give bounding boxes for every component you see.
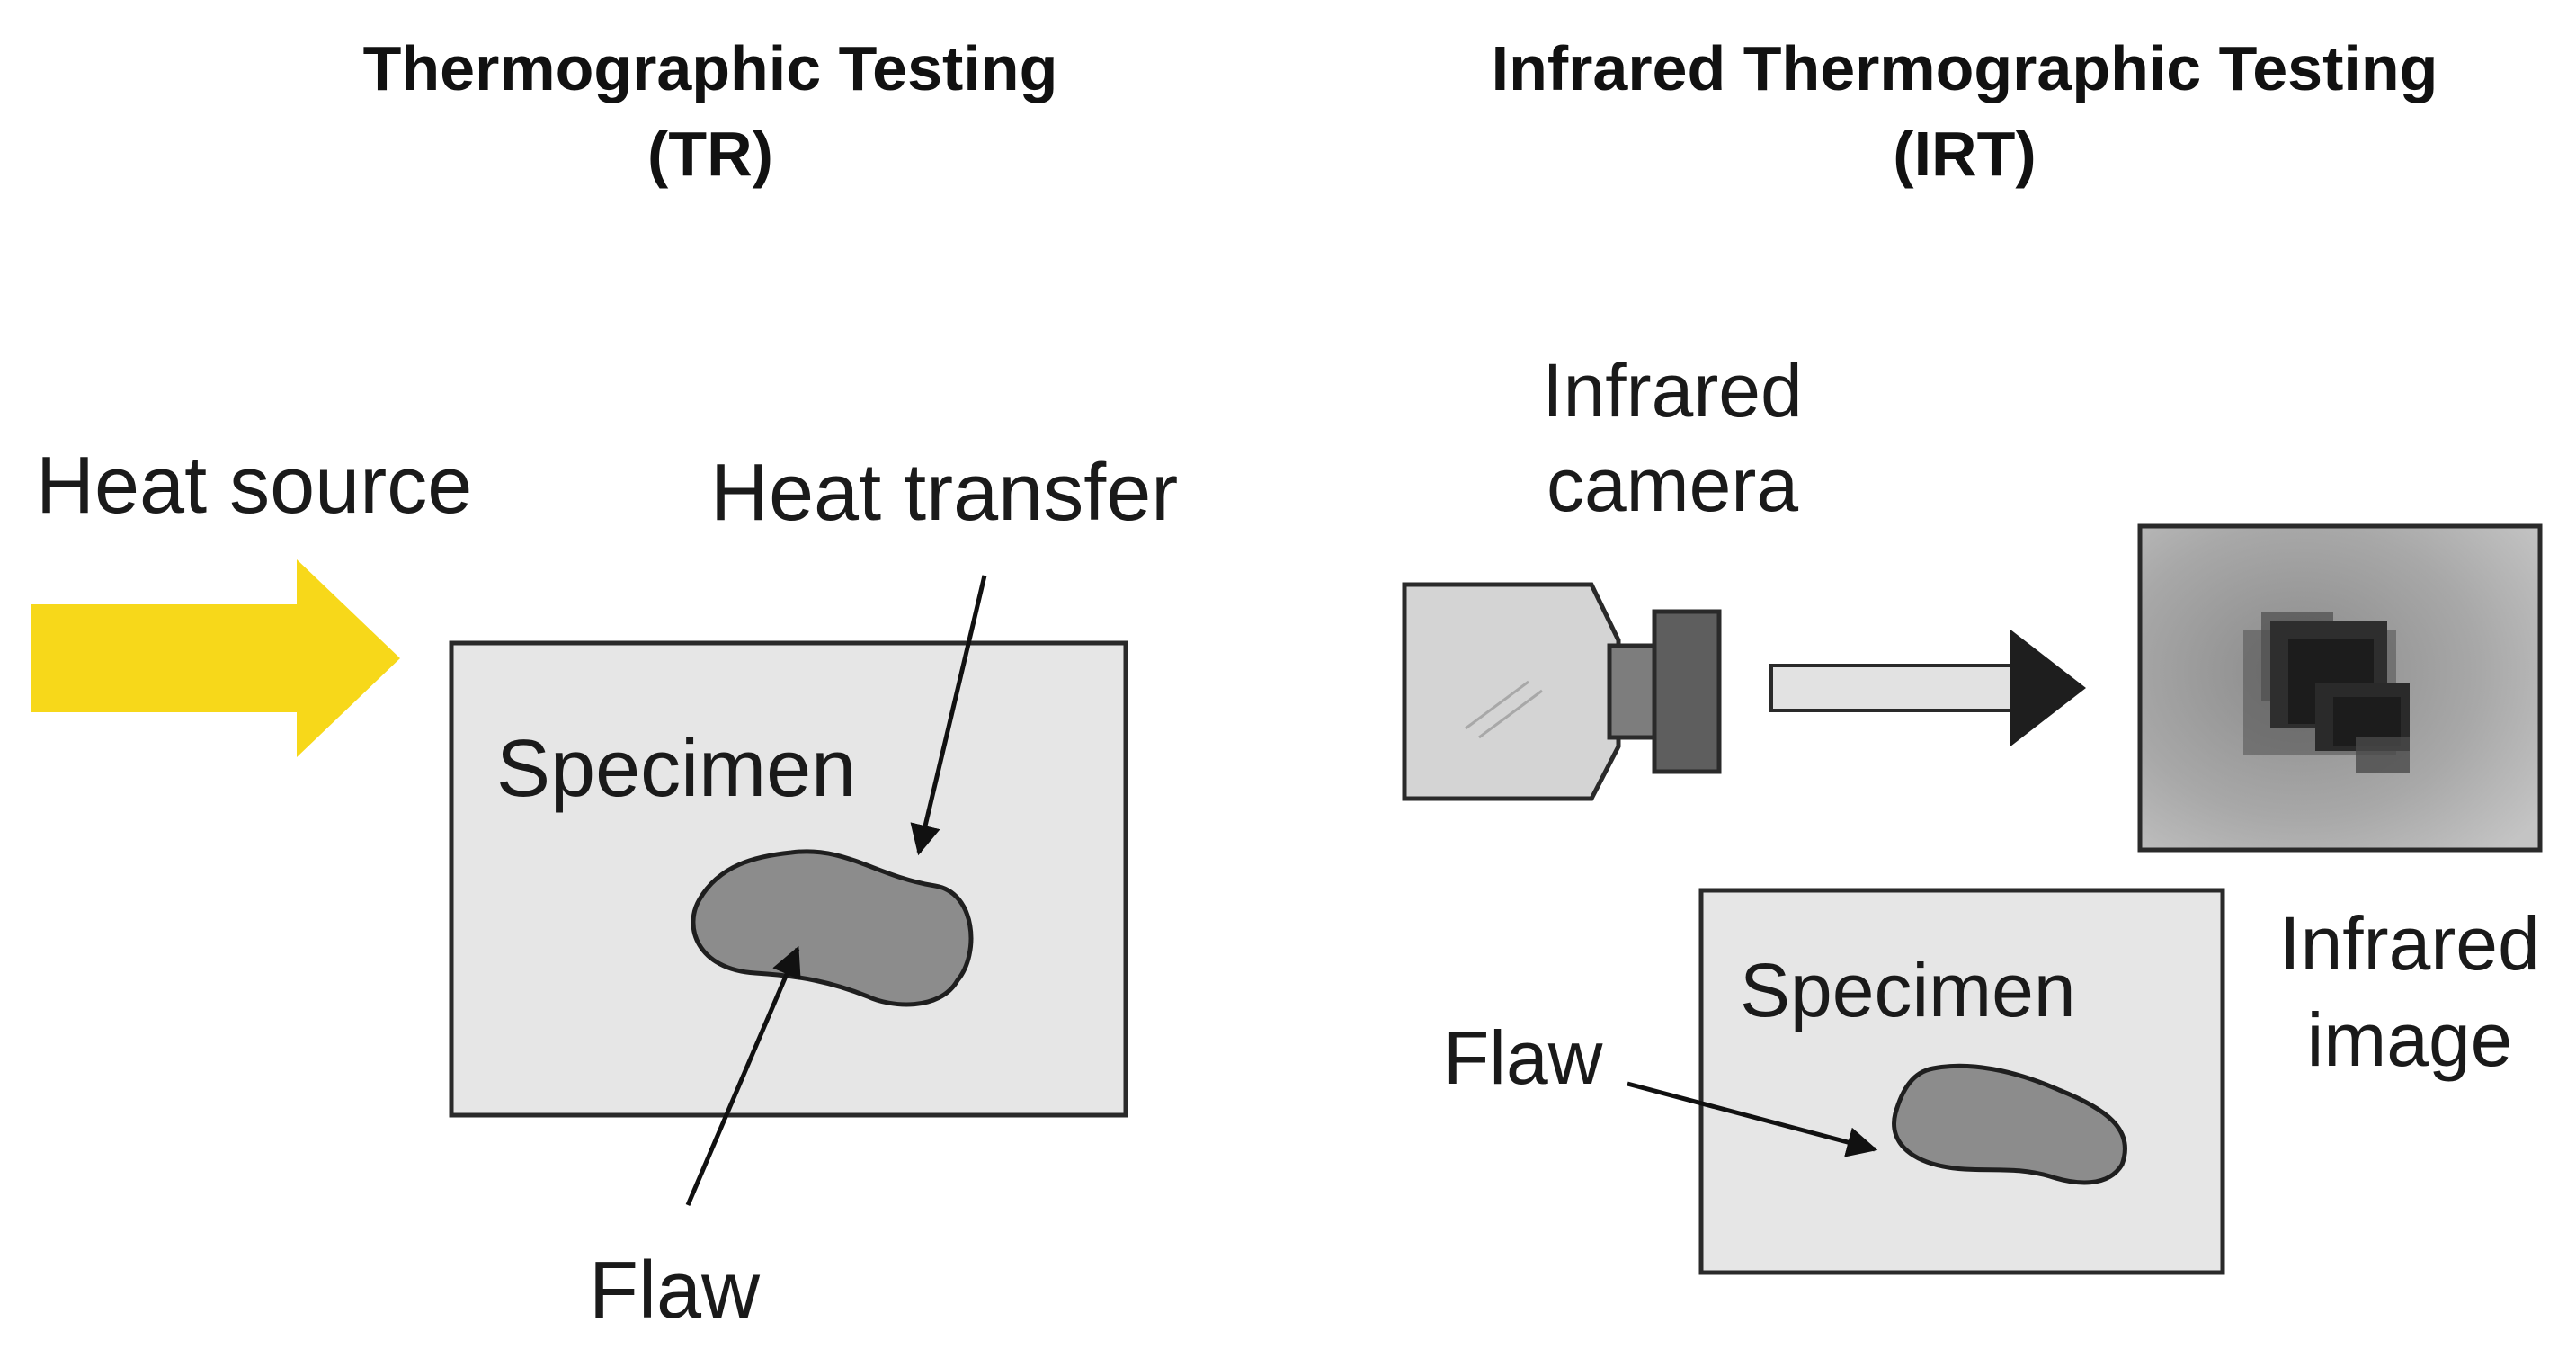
image-label-line1: Infrared bbox=[2279, 901, 2540, 986]
image-label-line2: image bbox=[2307, 997, 2513, 1082]
ir-hotspot bbox=[2243, 612, 2410, 773]
right-title-line2: (IRT) bbox=[1893, 119, 2036, 189]
specimen-label-right: Specimen bbox=[1740, 948, 2076, 1032]
flaw-pointer-left bbox=[685, 945, 801, 1206]
flaw-label-right: Flaw bbox=[1443, 1015, 1603, 1100]
camera-label-line1: Infrared bbox=[1542, 348, 1803, 433]
flaw-label-left: Flaw bbox=[589, 1246, 761, 1336]
camera-label-line2: camera bbox=[1546, 442, 1798, 527]
right-panel: Infrared Thermographic Testing (IRT) Inf… bbox=[1402, 33, 2543, 1275]
infrared-image bbox=[2137, 523, 2543, 853]
heat-transfer-label: Heat transfer bbox=[710, 448, 1178, 538]
heat-transfer-pointer bbox=[910, 575, 987, 856]
flaw-shape-left bbox=[691, 849, 974, 1007]
left-title-line2: (TR) bbox=[647, 119, 773, 189]
right-title-line1: Infrared Thermographic Testing bbox=[1492, 33, 2438, 103]
flaw-pointer-right bbox=[1627, 1081, 1878, 1157]
camera-to-image-arrow bbox=[1769, 630, 2086, 746]
left-title-line1: Thermographic Testing bbox=[363, 33, 1058, 103]
left-panel: Thermographic Testing (TR) Heat source H… bbox=[31, 33, 1178, 1336]
flaw-shape-right bbox=[1892, 1063, 2127, 1185]
heat-source-arrow bbox=[31, 559, 400, 757]
infrared-camera-icon bbox=[1402, 582, 1722, 801]
specimen-label-left: Specimen bbox=[496, 724, 856, 814]
heat-source-label: Heat source bbox=[36, 441, 472, 531]
